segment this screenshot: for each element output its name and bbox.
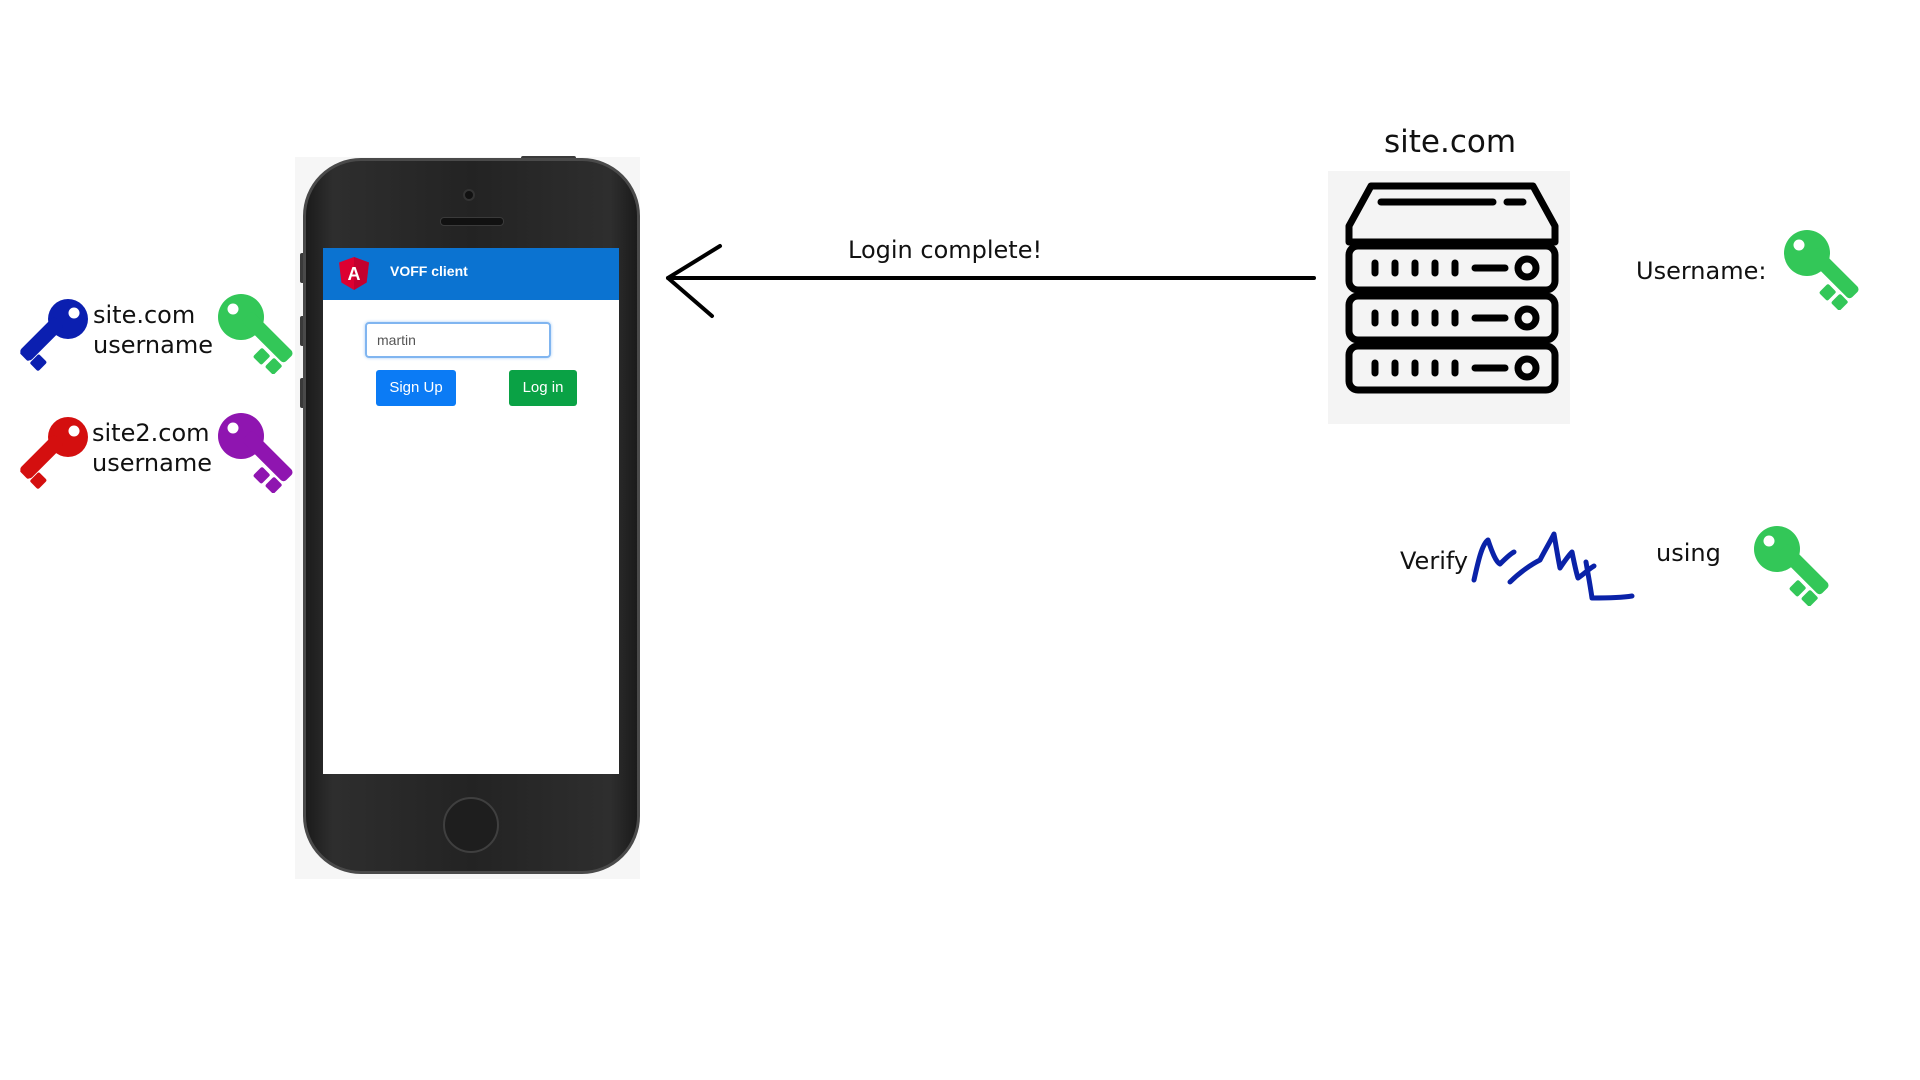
- stored-green-key-icon: [1784, 230, 1859, 310]
- username-input[interactable]: martin: [365, 322, 551, 358]
- angular-logo-icon: A: [339, 257, 369, 290]
- server-icon: [1345, 182, 1559, 394]
- blue-key-icon: [20, 299, 88, 371]
- verify-green-key-icon: [1754, 526, 1829, 606]
- arrow-label: Login complete!: [848, 236, 1043, 264]
- phone-home-button[interactable]: [443, 797, 499, 853]
- verify-label: Verify: [1400, 547, 1469, 575]
- login-complete-arrow: [666, 244, 1316, 318]
- login-button[interactable]: Log in: [509, 370, 577, 406]
- username-label: Username:: [1636, 257, 1767, 285]
- site2-username-label: username: [92, 449, 212, 477]
- green-key-icon: [218, 294, 293, 374]
- app-title: VOFF client: [390, 263, 468, 279]
- server-title: site.com: [1384, 124, 1517, 160]
- site2-label: site2.com: [92, 419, 210, 447]
- signup-button[interactable]: Sign Up: [376, 370, 456, 406]
- angular-logo-letter: A: [348, 264, 361, 284]
- app-header: A VOFF client: [323, 248, 619, 300]
- site1-username-label: username: [93, 331, 213, 359]
- phone-speaker: [440, 217, 504, 226]
- phone-camera: [463, 189, 475, 201]
- using-label: using: [1656, 539, 1721, 567]
- site1-label: site.com: [93, 301, 196, 329]
- phone-screen: A VOFF client martin Sign Up Log in: [323, 248, 619, 774]
- purple-key-icon: [218, 413, 293, 493]
- signature-scribble: [1471, 531, 1635, 601]
- red-key-icon: [20, 417, 88, 489]
